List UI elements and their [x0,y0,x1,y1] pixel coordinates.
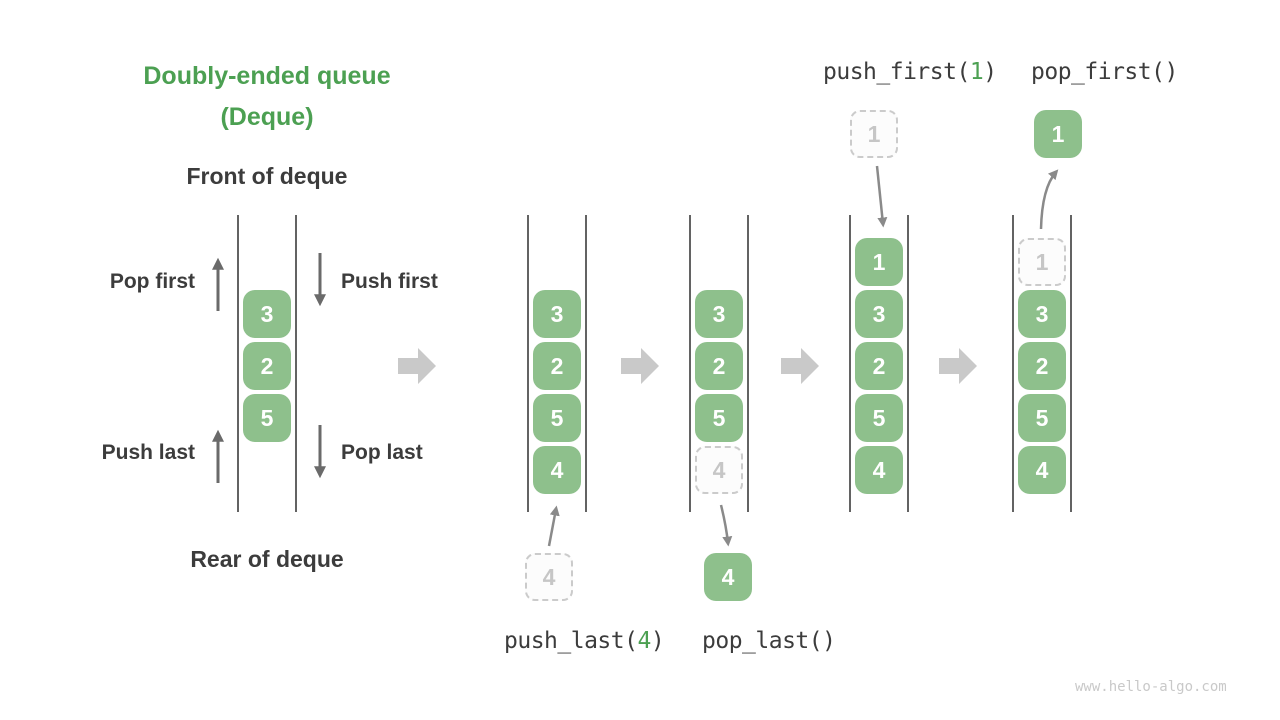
queue-cell: 3 [1018,290,1066,338]
queue-cell: 3 [855,290,903,338]
site-watermark: www.hello-algo.com [1075,679,1227,695]
queue-cell: 2 [243,342,291,390]
queue-cell: 5 [1018,394,1066,442]
push-last-op-suffix: ) [650,628,665,654]
transition-arrow-icon [621,348,659,384]
floating-pop-last-value-cell: 4 [704,553,752,601]
push-last-op-arg: 4 [637,628,651,654]
push-last-label: Push last [101,441,195,464]
rear-of-deque-label: Rear of deque [190,546,344,572]
queue-column-after-push-last: 3 2 5 4 [527,215,587,512]
queue-cell: 5 [855,394,903,442]
queue-cell: 3 [243,290,291,338]
floating-push-last-value-cell: 4 [525,553,573,601]
queue-cell: 4 [855,446,903,494]
push-last-op-prefix: push_last( [504,628,638,654]
page-title: Doubly-ended queue (Deque) [87,56,447,138]
queue-column-after-pop-first: 1 3 2 5 4 [1012,215,1072,512]
page-title-line1: Doubly-ended queue [143,62,391,90]
queue-cell: 5 [695,394,743,442]
queue-column-initial: 3 2 5 [237,215,297,512]
queue-cell: 3 [695,290,743,338]
front-of-deque-label: Front of deque [186,163,348,189]
queue-column-after-pop-last: 3 2 5 4 [689,215,749,512]
push-first-label: Push first [341,270,438,293]
push-first-op-suffix: ) [983,59,997,85]
push-first-op-label: push_first(1) [823,59,997,85]
queue-cell: 2 [533,342,581,390]
queue-cell: 4 [533,446,581,494]
queue-ghost-cell: 4 [695,446,743,494]
push-last-op-label: push_last(4) [504,628,665,654]
queue-cell: 3 [533,290,581,338]
queue-column-after-push-first: 1 3 2 5 4 [849,215,909,512]
push-last-in-arrow-icon [547,505,560,547]
pop-first-op-label: pop_first() [1031,59,1178,85]
push-first-op-prefix: push_first( [823,59,970,85]
queue-cell: 4 [1018,446,1066,494]
queue-cell: 2 [1018,342,1066,390]
floating-push-first-value-cell: 1 [850,110,898,158]
transition-arrow-icon [781,348,819,384]
pop-last-op-label: pop_last() [702,628,836,654]
push-first-op-arg: 1 [969,59,984,85]
floating-pop-first-value-cell: 1 [1034,110,1082,158]
transition-arrow-icon [398,348,436,384]
queue-cell: 5 [533,394,581,442]
queue-cell: 5 [243,394,291,442]
transition-arrow-icon [939,348,977,384]
pop-last-label: Pop last [341,441,423,464]
queue-cell: 1 [855,238,903,286]
pop-first-label: Pop first [109,270,195,293]
page-title-line2: (Deque) [220,103,314,131]
queue-ghost-cell: 1 [1018,238,1066,286]
queue-cell: 2 [855,342,903,390]
queue-cell: 2 [695,342,743,390]
